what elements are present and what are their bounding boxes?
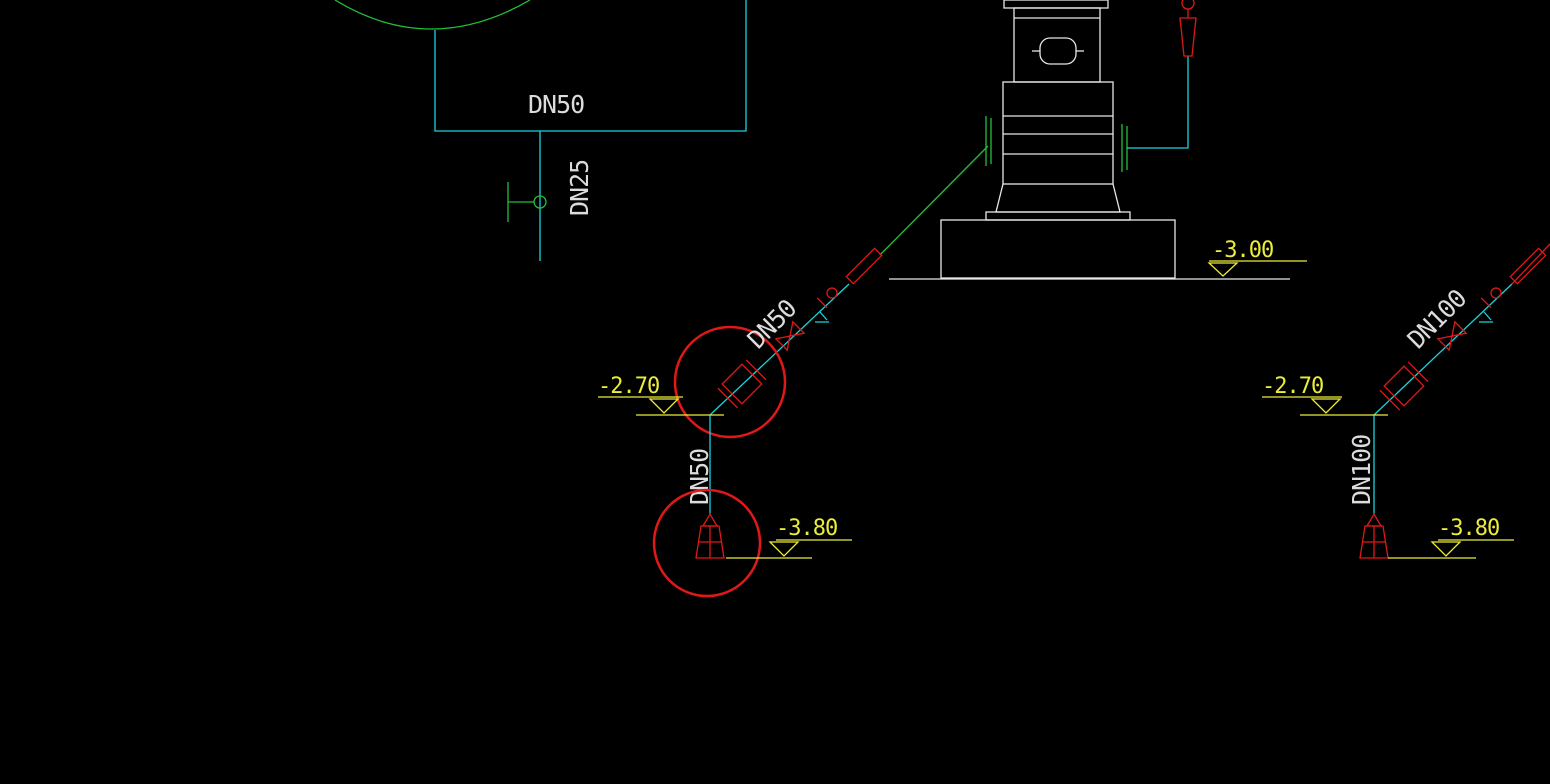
elevation-marker-icon: -2.70: [1262, 374, 1388, 416]
tank-dome-arc: [334, 0, 531, 30]
tank-body: [434, 0, 747, 132]
pipe-right-vert-label: DN100: [1347, 435, 1376, 505]
water-tank: DN50: [334, 0, 747, 132]
suction-bell-icon: [1359, 512, 1389, 559]
suction-left: DN50 DN50 -2.70 -3.80: [598, 145, 989, 598]
flexible-joint-icon: [845, 247, 883, 285]
elevation-marker-icon: -3.80: [1388, 516, 1514, 559]
flexible-joint-icon: [1379, 361, 1429, 411]
check-valve-icon: [1480, 287, 1502, 309]
drain-branch: DN25: [507, 131, 594, 261]
highlight-circle: [673, 325, 787, 439]
discharge-pipe: [1127, 0, 1197, 149]
suction-right: DN100 DN100 -2.70 -3.80: [1262, 243, 1550, 559]
elevation-marker-icon: -3.80: [726, 516, 852, 559]
drain-valve-icon: [507, 182, 547, 222]
drain-branch-label: DN25: [565, 160, 594, 216]
elevation-left-bottom: -3.80: [776, 516, 837, 541]
gate-valve-icon: [774, 320, 806, 352]
flexible-joint-icon: [717, 359, 767, 409]
tank-outlet-label: DN50: [528, 90, 584, 119]
check-valve-icon: [1179, 17, 1197, 57]
highlight-circle: [652, 488, 762, 598]
flexible-joint-icon: [1509, 247, 1547, 285]
pipe-left-vert-label: DN50: [685, 449, 714, 505]
pump-unit: [889, 0, 1290, 280]
elevation-pump-base: -3.00: [1212, 238, 1273, 263]
elevation-left-bend: -2.70: [598, 374, 659, 399]
elevation-right-bend: -2.70: [1262, 374, 1323, 399]
suction-bell-icon: [695, 512, 725, 559]
elevation-marker-icon: -3.00: [1207, 238, 1307, 277]
elevation-marker-icon: -2.70: [598, 374, 724, 416]
elevation-right-bottom: -3.80: [1438, 516, 1499, 541]
flexible-joint-icon: [985, 116, 1128, 172]
check-valve-icon: [816, 287, 838, 309]
pipe-right-diag-label: DN100: [1402, 284, 1472, 354]
pressure-gauge-icon: [1181, 0, 1195, 10]
gate-valve-icon: [1436, 320, 1468, 352]
